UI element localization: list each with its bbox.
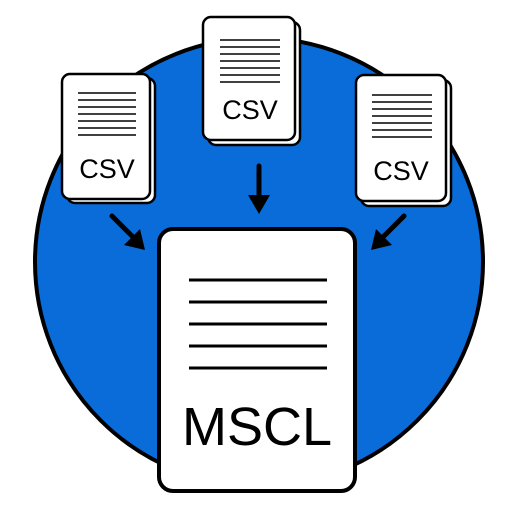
mscl-label: MSCL xyxy=(182,397,332,457)
arrow-down-icon xyxy=(248,163,270,214)
arrow-down-right-icon xyxy=(109,213,145,250)
csv-document-right-icon: CSV xyxy=(354,73,453,208)
arrow-down-left-icon xyxy=(371,213,407,250)
csv-document-left-icon: CSV xyxy=(60,72,157,205)
csv-label-right: CSV xyxy=(373,156,429,186)
csv-label-left: CSV xyxy=(79,154,135,184)
mscl-document-icon: MSCL xyxy=(157,227,357,493)
csv-label-middle: CSV xyxy=(222,95,278,125)
csv-document-middle-icon: CSV xyxy=(201,15,302,147)
